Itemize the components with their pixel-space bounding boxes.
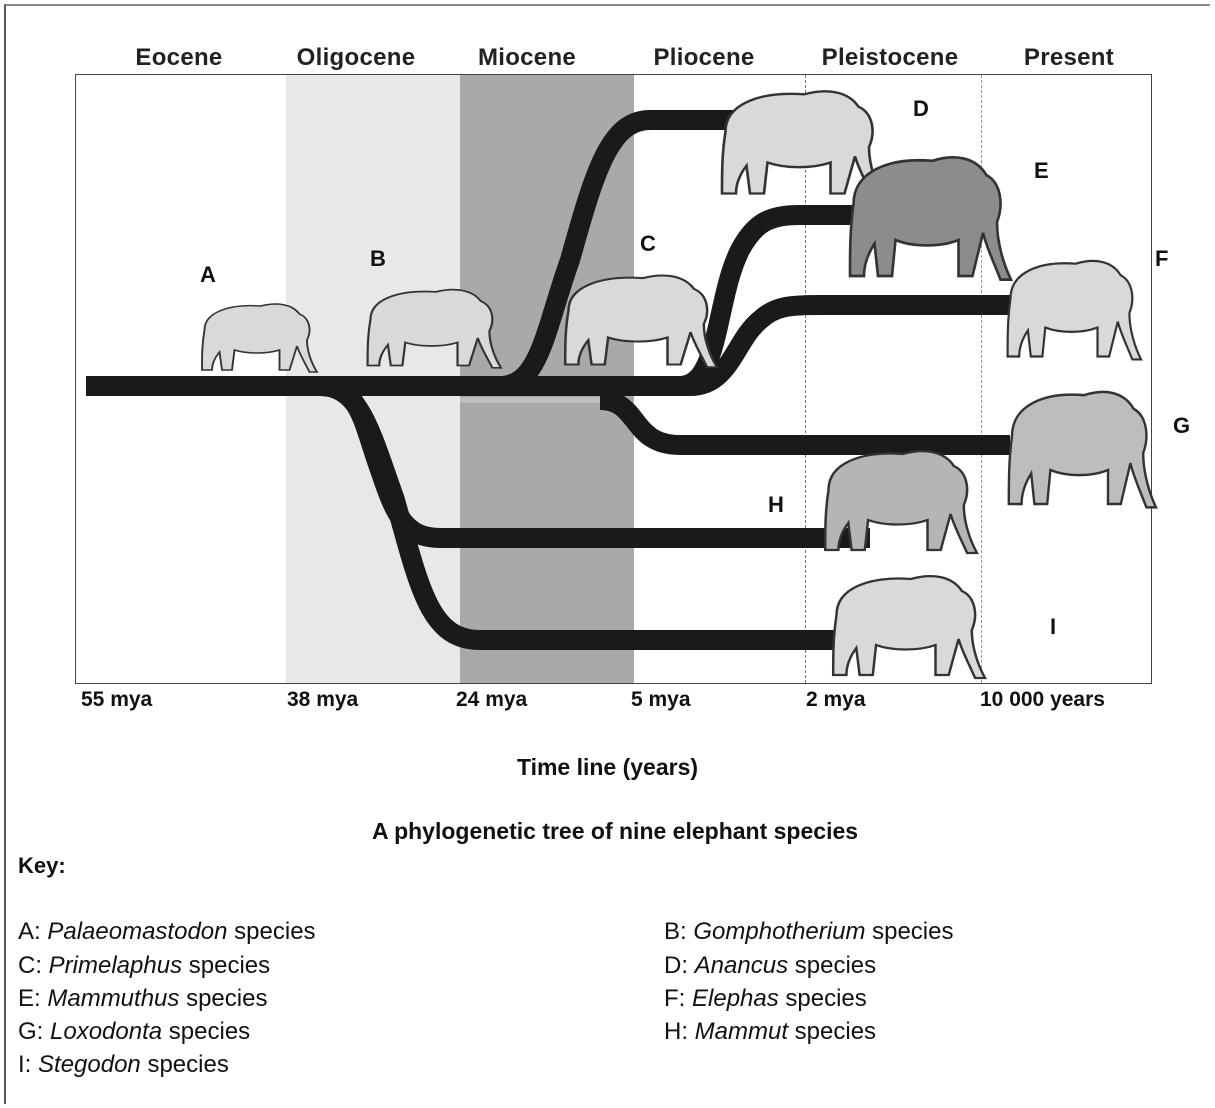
key-item-I: I: Stegodon species	[18, 1051, 229, 1079]
key-title: Key:	[18, 853, 66, 879]
key-item-C: C: Primelaphus species	[18, 952, 270, 980]
time-label-5mya: 5 mya	[631, 688, 691, 712]
label-B: B	[370, 246, 386, 272]
key-item-F: F: Elephas species	[664, 985, 867, 1013]
key-item-D: D: Anancus species	[664, 952, 876, 980]
label-C: C	[640, 231, 656, 257]
elephant-D-icon	[722, 91, 883, 196]
time-label-2mya: 2 mya	[806, 688, 866, 712]
label-G: G	[1173, 413, 1190, 439]
key-item-B: B: Gomphotherium species	[664, 918, 953, 946]
key-item-A: A: Palaeomastodon species	[18, 918, 316, 946]
elephant-I-icon	[833, 576, 985, 678]
elephant-A-icon	[202, 304, 317, 372]
label-I: I	[1050, 614, 1056, 640]
label-F: F	[1155, 246, 1168, 272]
key-item-H: H: Mammut species	[664, 1018, 876, 1046]
branch-G	[600, 400, 1010, 445]
key-item-G: G: Loxodonta species	[18, 1018, 250, 1046]
time-label-24mya: 24 mya	[456, 688, 527, 712]
axis-title: Time line (years)	[0, 754, 1215, 781]
branch-F	[690, 305, 1010, 386]
elephant-C-icon	[565, 275, 717, 367]
elephant-E-icon	[850, 157, 1011, 279]
time-label-55mya: 55 mya	[81, 688, 152, 712]
label-E: E	[1034, 158, 1049, 184]
label-A: A	[200, 262, 216, 288]
time-label-10000years: 10 000 years	[980, 688, 1105, 712]
key-item-E: E: Mammuthus species	[18, 985, 267, 1013]
label-H: H	[768, 492, 784, 518]
elephant-G-icon	[1009, 392, 1156, 507]
time-label-38mya: 38 mya	[287, 688, 358, 712]
elephant-B-icon	[368, 290, 501, 368]
figure-caption: A phylogenetic tree of nine elephant spe…	[0, 818, 1215, 845]
label-D: D	[913, 96, 929, 122]
elephant-F-icon	[1008, 261, 1141, 360]
branch-I	[320, 386, 870, 640]
